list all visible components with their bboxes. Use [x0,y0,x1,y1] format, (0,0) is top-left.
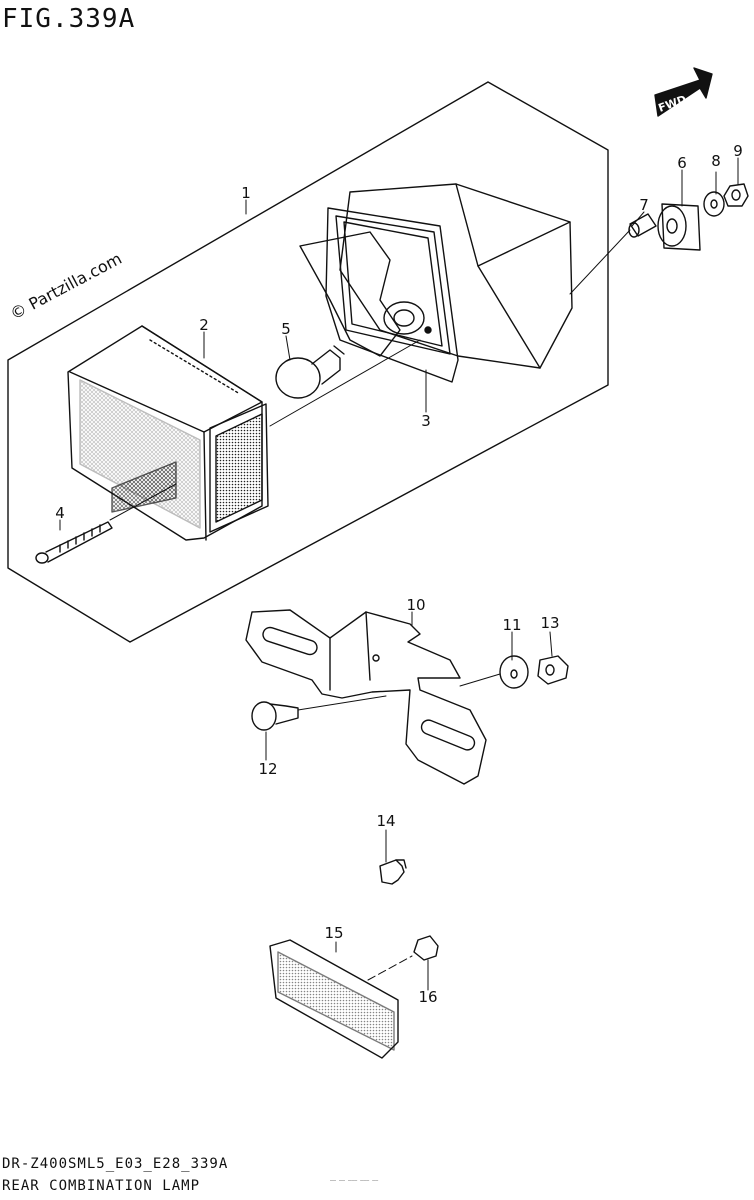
callout-11: 11 [502,616,521,634]
callout-12: 12 [258,760,277,778]
callout-13: 13 [540,614,559,632]
figure-title: FIG.339A [2,4,136,34]
callout-3: 3 [421,412,431,430]
callout-8: 8 [711,152,721,170]
callout-15: 15 [324,924,343,942]
bulb-drawing [275,345,345,399]
lens-cover-drawing [67,325,269,541]
nut-16-drawing [413,935,439,961]
callout-14: 14 [376,812,395,830]
callout-4: 4 [55,504,65,522]
callout-10: 10 [406,596,425,614]
callout-1: 1 [241,184,251,202]
nut-13-drawing [537,655,569,685]
clip-drawing [379,859,407,885]
fwd-arrow-icon [654,67,713,117]
callout-5: 5 [281,320,291,338]
bolt-drawing [251,701,299,731]
diagram-name: REAR COMBINATION LAMP [2,1178,201,1194]
grommet-drawing [657,203,701,251]
leader-lines [59,157,739,991]
callout-2: 2 [199,316,209,334]
washer-11-drawing [499,655,529,689]
washer-drawing [703,191,725,217]
callout-6: 6 [677,154,687,172]
screw-drawing [35,521,113,564]
reflector-drawing [269,939,399,1059]
nut-drawing [723,183,749,207]
watermark-text: © Partzilla.com [7,249,125,324]
callout-16: 16 [418,988,437,1006]
diagram-code: DR-Z400SML5_E03_E28_339A [2,1156,229,1172]
fine-print: —— —— ——— ——— —— [330,1178,379,1184]
assembly-outline [7,81,609,643]
callout-7: 7 [639,196,649,214]
lamp-housing-drawing [299,183,573,383]
bracket-drawing [245,609,487,785]
callout-9: 9 [733,142,743,160]
